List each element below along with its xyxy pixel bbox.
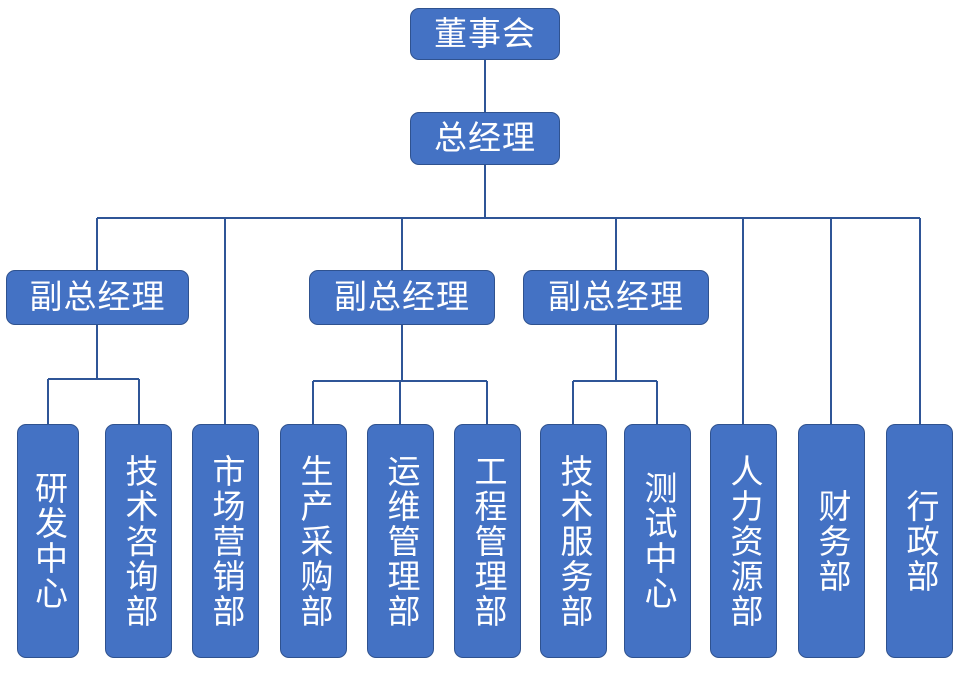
- node-rd-center-label: 研发中心: [29, 471, 69, 611]
- node-hr-dept-label: 人力资源部: [724, 453, 764, 629]
- node-board[interactable]: 董事会: [410, 8, 560, 60]
- node-production-procurement-dept-label: 生产采购部: [294, 453, 334, 629]
- node-deputy-manager-2-label: 副总经理: [334, 277, 470, 317]
- node-tech-consulting-dept[interactable]: 技术咨询部: [105, 424, 172, 658]
- node-rd-center[interactable]: 研发中心: [17, 424, 79, 658]
- node-tech-consulting-dept-label: 技术咨询部: [119, 453, 159, 629]
- node-administration-dept-label: 行政部: [900, 488, 940, 594]
- node-board-label: 董事会: [434, 13, 536, 53]
- node-finance-dept-label: 财务部: [812, 488, 852, 594]
- node-engineering-management-dept-label: 工程管理部: [468, 453, 508, 629]
- node-general-manager-label: 总经理: [434, 118, 536, 158]
- node-deputy-manager-3[interactable]: 副总经理: [523, 270, 709, 325]
- node-engineering-management-dept[interactable]: 工程管理部: [454, 424, 521, 658]
- node-tech-service-dept[interactable]: 技术服务部: [540, 424, 607, 658]
- node-deputy-manager-3-label: 副总经理: [548, 277, 684, 317]
- node-production-procurement-dept[interactable]: 生产采购部: [280, 424, 347, 658]
- node-administration-dept[interactable]: 行政部: [886, 424, 953, 658]
- node-finance-dept[interactable]: 财务部: [798, 424, 865, 658]
- node-operations-management-dept-label: 运维管理部: [381, 453, 421, 629]
- node-operations-management-dept[interactable]: 运维管理部: [367, 424, 434, 658]
- node-deputy-manager-1[interactable]: 副总经理: [6, 270, 189, 325]
- node-testing-center-label: 测试中心: [638, 471, 678, 611]
- node-tech-service-dept-label: 技术服务部: [554, 453, 594, 629]
- node-marketing-dept[interactable]: 市场营销部: [192, 424, 259, 658]
- node-deputy-manager-1-label: 副总经理: [29, 277, 166, 317]
- node-testing-center[interactable]: 测试中心: [624, 424, 691, 658]
- node-hr-dept[interactable]: 人力资源部: [710, 424, 777, 658]
- node-general-manager[interactable]: 总经理: [410, 112, 560, 165]
- node-marketing-dept-label: 市场营销部: [206, 453, 246, 629]
- node-deputy-manager-2[interactable]: 副总经理: [309, 270, 495, 325]
